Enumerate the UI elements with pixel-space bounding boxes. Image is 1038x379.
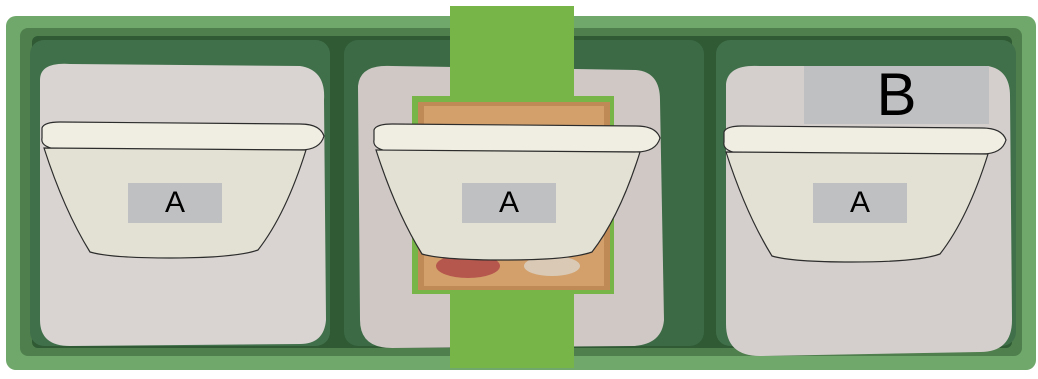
label-a-middle: A — [462, 183, 556, 223]
label-a-left: A — [128, 183, 222, 223]
label-a-right: A — [813, 183, 907, 223]
label-b-marker: B — [804, 65, 989, 125]
